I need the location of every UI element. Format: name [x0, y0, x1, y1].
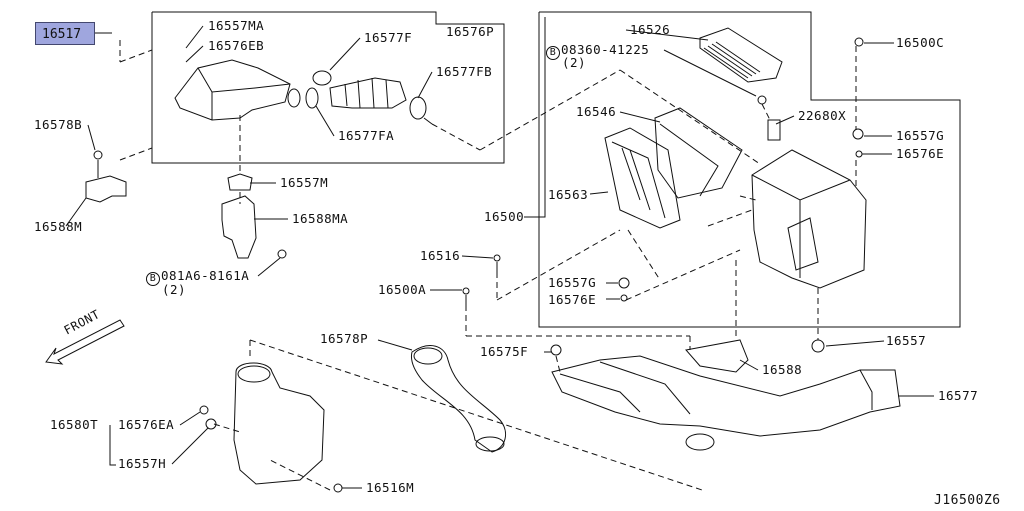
label-16516M: 16516M [366, 480, 415, 495]
label-16500A: 16500A [378, 282, 427, 297]
frame-16563 [604, 127, 681, 229]
label-16546: 16546 [576, 104, 617, 119]
label-16576EA: 16576EA [118, 417, 175, 432]
air-cleaner-body [751, 149, 867, 289]
label-16557G-right: 16557G [896, 128, 945, 143]
label-16557H: 16557H [118, 456, 167, 471]
highlighted-part-number: 16517 [42, 27, 82, 42]
air-hose-part [329, 77, 407, 109]
label-16500: 16500 [484, 209, 525, 224]
tube-16578P [411, 345, 507, 453]
label-16588M: 16588M [34, 219, 83, 234]
air-cleaner-group-box [538, 11, 961, 328]
cover-16526 [699, 27, 783, 83]
label-16578P: 16578P [320, 331, 369, 346]
resonator-16580T [233, 362, 325, 485]
label-16576E-right: 16576E [896, 146, 945, 161]
resonator-group-box [151, 11, 505, 164]
label-16526: 16526 [630, 22, 671, 37]
label-22680X: 22680X [798, 108, 847, 123]
label-16557: 16557 [886, 333, 927, 348]
bracket-16588 [685, 339, 749, 373]
clamp-part [312, 70, 332, 86]
label-16580T: 16580T [50, 417, 99, 432]
label-16557G: 16557G [548, 275, 597, 290]
label-16576E: 16576E [548, 292, 597, 307]
highlighted-part-label[interactable]: 16517 [35, 22, 95, 45]
label-16577FA: 16577FA [338, 128, 395, 143]
label-16563: 16563 [548, 187, 589, 202]
label-16588MA: 16588MA [292, 211, 349, 226]
label-16575F: 16575F [480, 344, 529, 359]
bolt-081A6-number: 081A6-8161A [161, 268, 250, 283]
label-16588: 16588 [762, 362, 803, 377]
resonator-part [174, 59, 291, 121]
label-16577F: 16577F [364, 30, 413, 45]
label-16557MA: 16557MA [208, 18, 265, 33]
filter-16546 [654, 107, 743, 199]
label-16500C: 16500C [896, 35, 945, 50]
label-16576EB: 16576EB [208, 38, 265, 53]
bracket-16588M [85, 175, 127, 203]
duct-16577 [551, 355, 901, 437]
label-16578B: 16578B [34, 117, 83, 132]
label-bolt-08360-qty: (2) [562, 55, 587, 70]
diagram-id: J16500Z6 [934, 493, 1001, 508]
label-16577: 16577 [938, 388, 979, 403]
label-16516: 16516 [420, 248, 461, 263]
bolt-symbol: B [546, 46, 560, 60]
label-16576P: 16576P [446, 24, 495, 39]
front-arrow-icon [45, 319, 125, 365]
bracket-16588MA [221, 195, 257, 259]
bolt-symbol: B [146, 272, 160, 286]
label-16577FB: 16577FB [436, 64, 493, 79]
bolt-08360-number: 08360-41225 [561, 42, 650, 57]
label-bolt-081A6-qty: (2) [162, 282, 187, 297]
label-16557M: 16557M [280, 175, 329, 190]
